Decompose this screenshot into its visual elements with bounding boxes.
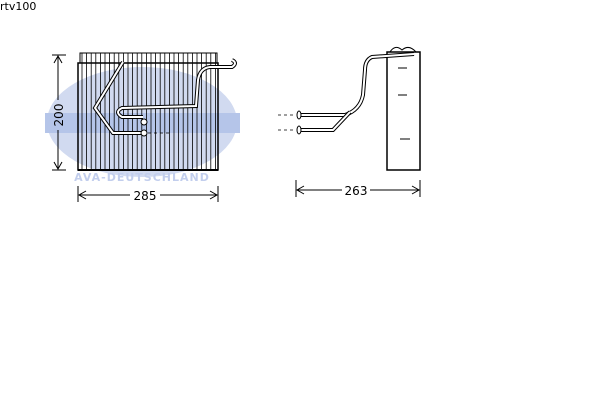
evaporator-side-view <box>278 46 421 171</box>
depth-label: 263 <box>345 184 368 198</box>
height-label: 200 <box>52 104 66 127</box>
part-code: rtv100 <box>0 0 37 13</box>
depth-dimension: 263 <box>295 180 421 198</box>
height-dimension: 200 <box>52 54 66 171</box>
watermark-text: AVA-DEUTSCHLAND <box>74 171 210 184</box>
evaporator-front-view <box>77 52 237 171</box>
width-dimension: 285 <box>77 186 219 203</box>
width-label: 285 <box>134 189 157 203</box>
